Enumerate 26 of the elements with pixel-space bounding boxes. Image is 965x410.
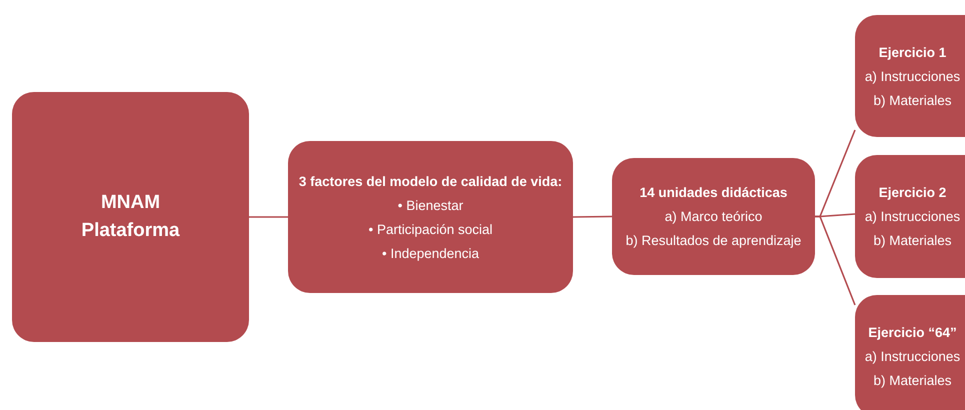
connector-line [815, 216, 856, 306]
node-text: • Bienestar [398, 198, 464, 212]
node-heading: MNAM Plataforma [80, 191, 181, 243]
node-text: b) Resultados de aprendizaje [626, 233, 802, 248]
rounded-box [855, 15, 965, 137]
rounded-box [288, 141, 573, 293]
node-text: b) Materiales [873, 233, 952, 248]
node-text: a) Instrucciones [864, 209, 960, 224]
connector-line [572, 216, 612, 218]
node-heading: Ejercicio 2 [878, 185, 946, 200]
node-heading: 3 factores del modelo de calidad de vida: [298, 174, 562, 188]
node-text: a) Marco teórico [664, 209, 762, 224]
rounded-box [855, 155, 965, 278]
node-text: a) Instrucciones [864, 68, 960, 84]
connector-line [249, 216, 288, 218]
node-heading: Ejercicio 1 [878, 44, 946, 60]
node-text: a) Instrucciones [864, 348, 960, 364]
node-text: b) Materiales [873, 92, 952, 108]
node-heading: Ejercicio “64” [868, 324, 957, 340]
rounded-box [612, 158, 815, 275]
node-text: • Independencia [382, 246, 480, 260]
node-text: • Participación social [368, 222, 493, 236]
node-text: b) Materiales [873, 372, 952, 388]
rounded-box [855, 295, 965, 410]
node-heading: 14 unidades didácticas [640, 185, 788, 200]
rounded-box [12, 92, 249, 342]
